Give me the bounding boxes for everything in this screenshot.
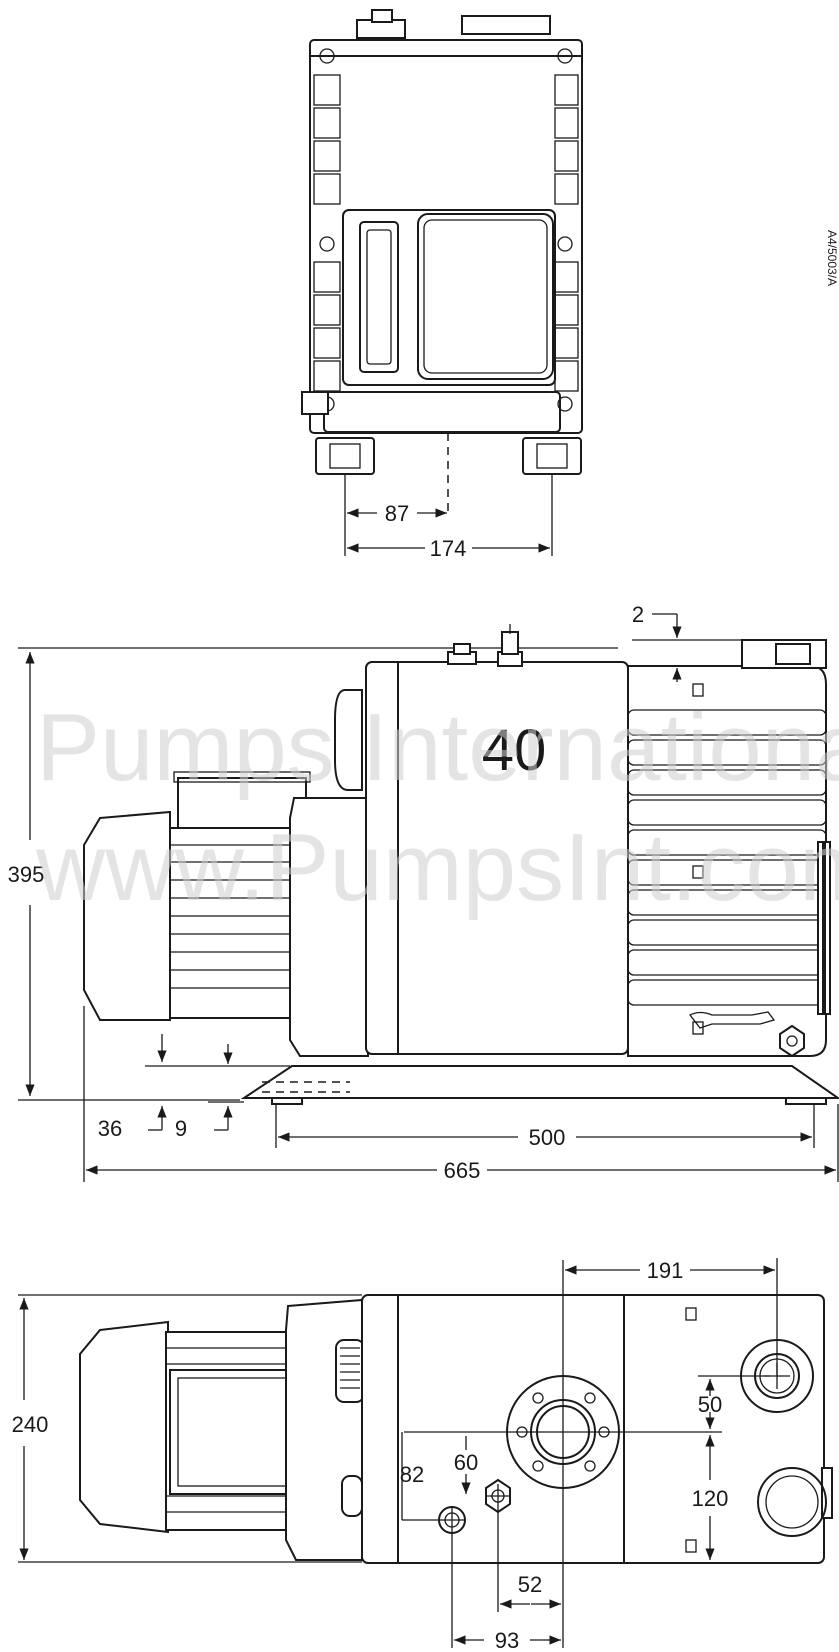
- dim-overall-length: 665: [444, 1158, 481, 1183]
- top-fitting-nut: [371, 9, 393, 23]
- side-view: 40 2 395 36 9 500 665: [8, 602, 839, 1183]
- dim-top-gap: 2: [632, 602, 644, 627]
- dim-half-foot: 87: [385, 501, 409, 526]
- oil-cap: [334, 689, 363, 791]
- dim-drain-offset-x: 93: [495, 1628, 519, 1652]
- terminal-box: [177, 777, 307, 829]
- watermark-line1: Pumps International: [36, 694, 839, 801]
- dim-foot-span: 174: [430, 536, 467, 561]
- model-label: 40: [482, 718, 547, 783]
- dim-outlet-dist: 120: [692, 1486, 729, 1511]
- motor-fan-cover-top: [79, 1320, 169, 1534]
- dim-fill-offset-y: 60: [454, 1450, 478, 1475]
- top-view: 191 240 50 120 82 60 52 93: [12, 1258, 833, 1652]
- dim-port-spacing: 50: [698, 1392, 722, 1417]
- end-view: 87 174: [301, 9, 583, 561]
- dim-width: 240: [12, 1412, 49, 1437]
- pump-body-end: [309, 39, 583, 434]
- base-plate: [240, 1065, 839, 1099]
- dim-base-thickness: 9: [175, 1116, 187, 1141]
- watermark-line2: www.PumpsInt.com: [35, 814, 839, 921]
- motor-fan-cover: [83, 810, 171, 1021]
- lower-port: [757, 1467, 827, 1537]
- pump-body-top: [361, 1294, 825, 1564]
- drain-plug: [301, 391, 329, 415]
- dim-fill-offset-x: 52: [518, 1572, 542, 1597]
- fins-right: [554, 74, 579, 392]
- dim-base-offset: 36: [98, 1116, 122, 1141]
- dim-foot-span-side: 500: [529, 1125, 566, 1150]
- motor-body: [169, 827, 295, 1019]
- sight-glass: [359, 221, 399, 373]
- top-cover: [461, 15, 551, 35]
- dim-drain-offset-y: 82: [400, 1462, 424, 1487]
- drawing-ref-code: A4/5003/A: [825, 230, 839, 286]
- dim-height: 395: [8, 862, 45, 887]
- dim-port-offset: 191: [647, 1258, 684, 1283]
- fins-left: [313, 74, 341, 392]
